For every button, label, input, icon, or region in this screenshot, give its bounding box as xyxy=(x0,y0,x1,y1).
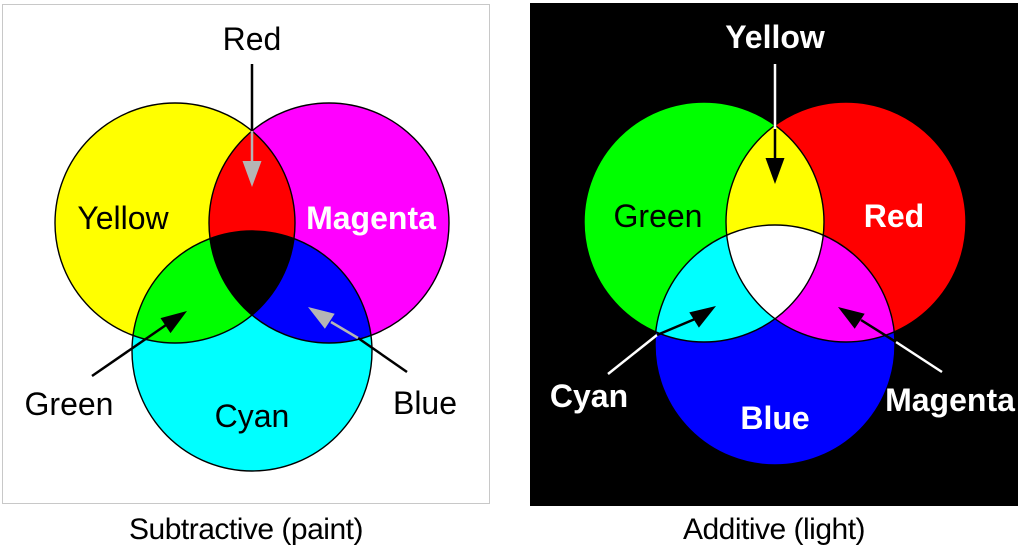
green-circle-outline xyxy=(583,101,825,343)
additive-venn-diagram: Yellow Green Red Cyan Blue Magenta xyxy=(550,19,1015,466)
cyan-circle xyxy=(132,231,372,471)
circle-outlines xyxy=(583,101,967,466)
additive-panel: Yellow Green Red Cyan Blue Magenta xyxy=(530,3,1018,506)
green-pointer-label: Green xyxy=(25,386,114,422)
green-arrow-shaft xyxy=(91,323,167,378)
blue-arrow-head xyxy=(308,307,335,329)
blue-arrow-shaft xyxy=(357,336,408,374)
magenta-arrow-shaft xyxy=(895,340,943,374)
magenta-circle-outline xyxy=(208,102,450,344)
cyan-arrow-shaft-inner xyxy=(656,317,696,337)
subtractive-venn-diagram: Red Yellow Magenta Green Cyan Blue xyxy=(25,21,457,472)
magenta-arrow-head xyxy=(838,307,865,329)
additive-circles xyxy=(584,102,966,465)
blue-arrow-shaft-inner xyxy=(330,320,359,340)
green-circle-label: Green xyxy=(614,198,703,234)
magenta-pointer-label: Magenta xyxy=(885,382,1015,418)
additive-caption: Additive (light) xyxy=(682,513,866,546)
yellow-arrow-head xyxy=(765,158,785,184)
cyan-pointer-label: Cyan xyxy=(550,378,628,414)
cyan-circle-outline xyxy=(131,230,373,472)
circle-outlines xyxy=(54,102,450,472)
blue-circle xyxy=(655,225,895,465)
magenta-circle-label: Magenta xyxy=(306,200,436,236)
green-arrow-head xyxy=(160,311,187,334)
red-arrow-head xyxy=(242,161,262,187)
cyan-arrow-shaft xyxy=(607,334,658,375)
subtractive-circles xyxy=(55,103,449,471)
blue-circle-label: Blue xyxy=(740,400,809,436)
yellow-pointer-label: Yellow xyxy=(725,19,825,55)
cyan-circle-label: Cyan xyxy=(215,398,290,434)
red-pointer-label: Red xyxy=(223,21,282,57)
blue-circle-outline xyxy=(654,224,896,466)
yellow-circle-outline xyxy=(54,102,296,344)
subtractive-panel: Red Yellow Magenta Green Cyan Blue xyxy=(2,4,490,504)
red-circle-outline xyxy=(725,101,967,343)
cyan-arrow-head xyxy=(689,306,716,328)
subtractive-caption: Subtractive (paint) xyxy=(129,513,363,546)
red-circle-label: Red xyxy=(864,198,924,234)
yellow-circle-label: Yellow xyxy=(77,200,169,236)
magenta-arrow-shaft-inner xyxy=(860,318,897,344)
blue-pointer-label: Blue xyxy=(393,385,457,421)
